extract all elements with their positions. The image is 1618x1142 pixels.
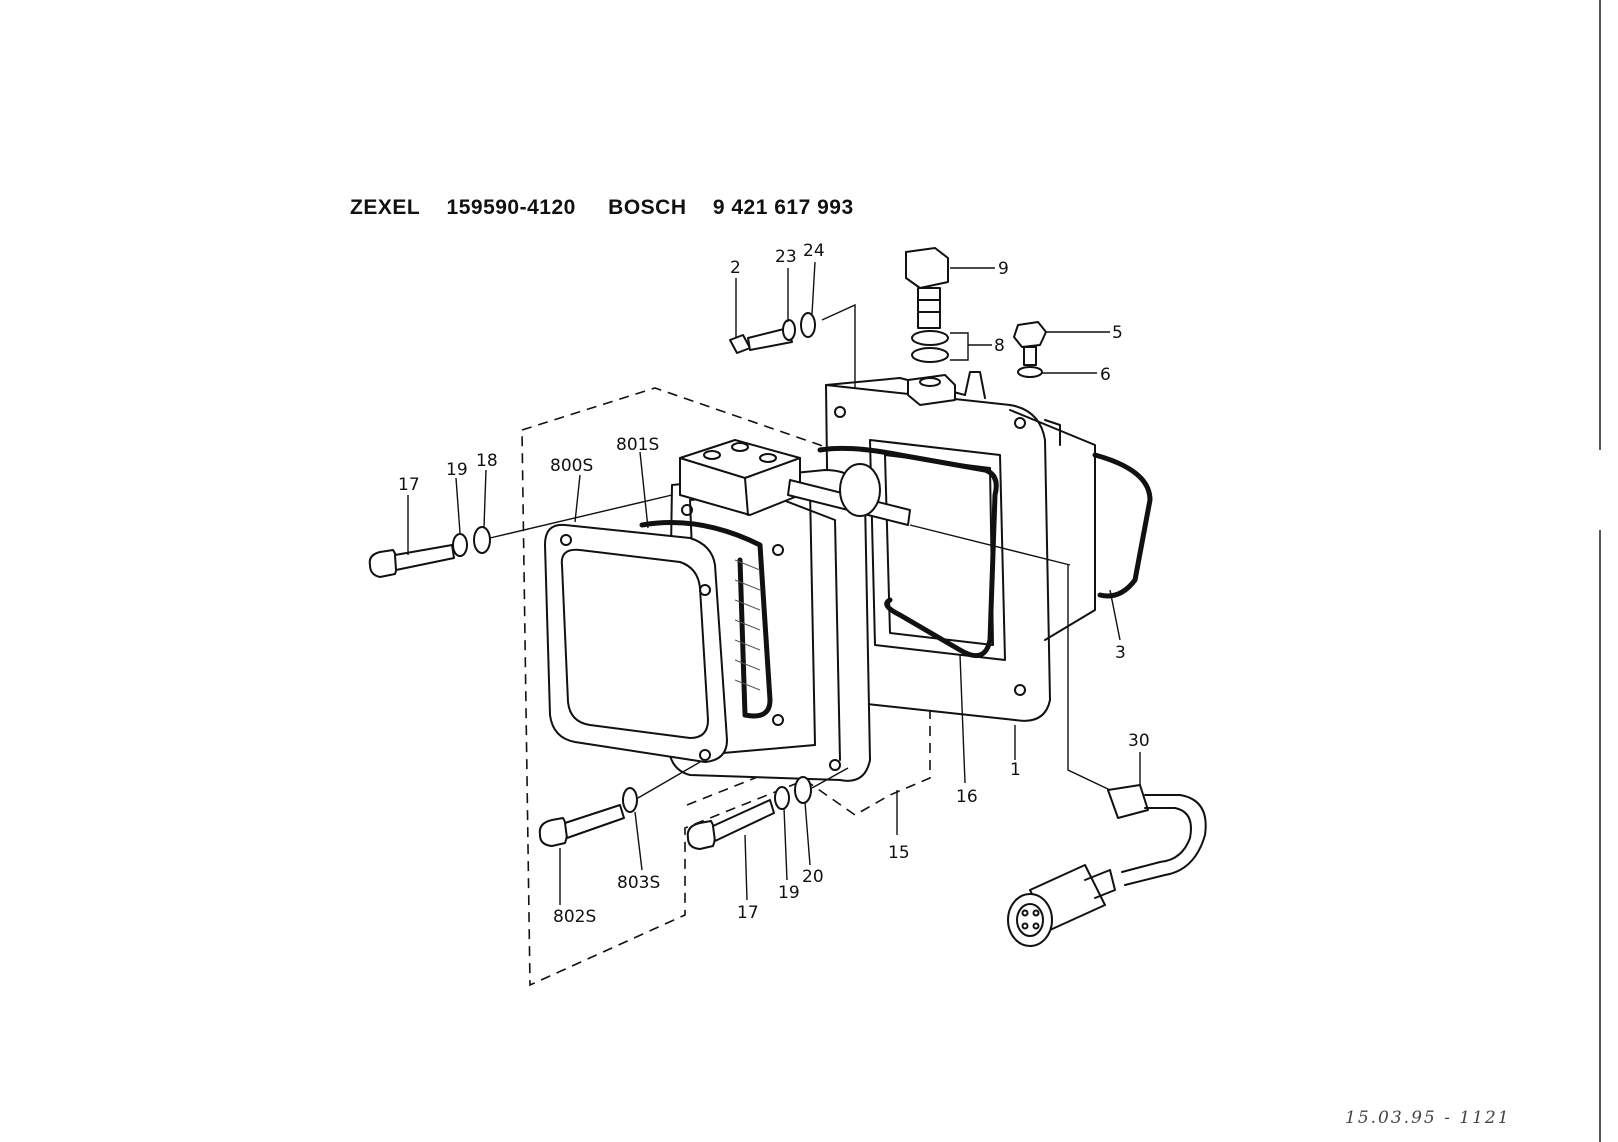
callout-30: 30 xyxy=(1128,731,1150,751)
callout-8: 8 xyxy=(994,336,1005,356)
bolt-2 xyxy=(729,327,793,354)
zexel-part-number: 159590-4120 xyxy=(446,196,576,219)
washer-19-upper xyxy=(452,533,468,557)
handwritten-date-note: 15.03.95 - 1121 xyxy=(1345,1108,1511,1128)
callout-803s: 803S xyxy=(617,873,660,893)
washer-24 xyxy=(800,312,816,338)
washer-6 xyxy=(1017,366,1043,378)
washer-803s xyxy=(622,787,638,813)
callout-6: 6 xyxy=(1100,365,1111,385)
callout-18: 18 xyxy=(476,451,498,471)
callout-9: 9 xyxy=(998,259,1009,279)
callout-15: 15 xyxy=(888,843,910,863)
washer-8-upper xyxy=(911,330,949,346)
bosch-brand: BOSCH xyxy=(608,196,687,219)
bolt-17-lower xyxy=(686,799,775,850)
callout-16: 16 xyxy=(956,787,978,807)
housing-1 xyxy=(825,371,1096,766)
callout-19-upper: 19 xyxy=(446,460,468,480)
bolt-17-axis xyxy=(489,494,673,539)
gasket-801s xyxy=(639,520,773,719)
gasket-3 xyxy=(1092,452,1153,599)
diagram-header: ZEXEL 159590-4120 BOSCH 9 421 617 993 xyxy=(350,196,880,220)
callout-2: 2 xyxy=(730,258,741,278)
callout-801s: 801S xyxy=(616,435,659,455)
callout-19-lower: 19 xyxy=(778,883,800,903)
top-block xyxy=(679,439,801,516)
shaft xyxy=(787,463,911,526)
callout-800s: 800S xyxy=(550,456,593,476)
callout-23: 23 xyxy=(775,247,797,267)
bosch-part-number: 9 421 617 993 xyxy=(712,196,854,219)
union-nut xyxy=(907,374,956,406)
gasket-16 xyxy=(817,445,999,659)
washer-23 xyxy=(782,319,796,341)
washer-8-lower xyxy=(911,347,949,363)
cover-800s xyxy=(544,523,728,763)
bolt-802s xyxy=(538,804,625,847)
callout-17-upper: 17 xyxy=(398,475,420,495)
bolt-802s-axis xyxy=(637,761,701,799)
callout-24: 24 xyxy=(803,241,825,261)
callout-3: 3 xyxy=(1115,643,1126,663)
bolt-17-lower-axis xyxy=(811,767,849,789)
screw-5 xyxy=(1013,321,1047,366)
round-connector xyxy=(1007,864,1116,947)
sensor-cable-30 xyxy=(909,524,1207,886)
callout-20: 20 xyxy=(802,867,824,887)
callout-1: 1 xyxy=(1010,760,1021,780)
washer-20 xyxy=(794,776,812,804)
washer-18 xyxy=(473,526,491,554)
banjo-bolt-9 xyxy=(905,247,949,329)
zexel-brand: ZEXEL xyxy=(350,196,421,219)
callout-5: 5 xyxy=(1112,323,1123,343)
callout-802s: 802S xyxy=(553,907,596,927)
leader-lines xyxy=(407,261,1141,905)
gasket-801s-hatch xyxy=(734,559,761,691)
washer-19-lower xyxy=(774,786,790,810)
bolt-17-upper xyxy=(368,544,455,578)
callout-17-lower: 17 xyxy=(737,903,759,923)
